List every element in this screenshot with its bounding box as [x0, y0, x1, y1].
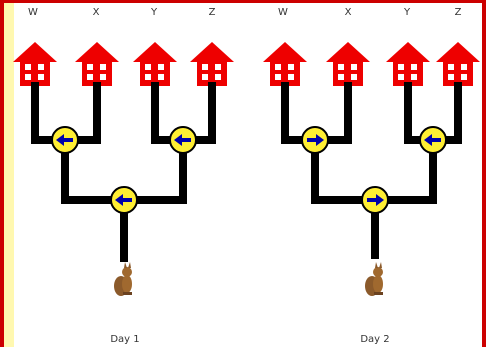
right-border — [482, 0, 486, 347]
house-label-x-day2: X — [344, 7, 352, 18]
house-icon-y-day2 — [386, 42, 430, 86]
house-label-y-day2: Y — [403, 7, 411, 18]
house-icon-x-day2 — [326, 42, 370, 86]
squirrel-icon-day2 — [365, 262, 383, 296]
house-label-z-day1: Z — [208, 7, 216, 18]
valve-arrow-icon-bottom-day2 — [361, 186, 389, 214]
valve-arrow-icon-left-day2 — [301, 126, 329, 154]
house-icon-z-day1 — [190, 42, 234, 86]
top-border — [0, 0, 486, 3]
house-label-z-day2: Z — [454, 7, 462, 18]
house-icon-w-day1 — [13, 42, 57, 86]
panel-caption-day2: Day 2 — [360, 334, 390, 345]
squirrel-icon-day1 — [114, 262, 132, 296]
valve-arrow-icon-left-day1 — [51, 126, 79, 154]
left-border — [0, 0, 4, 347]
house-icon-x-day1 — [75, 42, 119, 86]
house-label-w-day2: W — [278, 7, 288, 18]
house-label-x-day1: X — [92, 7, 100, 18]
house-label-y-day1: Y — [150, 7, 158, 18]
side-strip — [4, 3, 14, 347]
house-label-w-day1: W — [28, 7, 38, 18]
panel-caption-day1: Day 1 — [110, 334, 140, 345]
house-icon-y-day1 — [133, 42, 177, 86]
valve-arrow-icon-right-day2 — [419, 126, 447, 154]
house-icon-z-day2 — [436, 42, 480, 86]
valve-arrow-icon-right-day1 — [169, 126, 197, 154]
house-icon-w-day2 — [263, 42, 307, 86]
valve-arrow-icon-bottom-day1 — [110, 186, 138, 214]
